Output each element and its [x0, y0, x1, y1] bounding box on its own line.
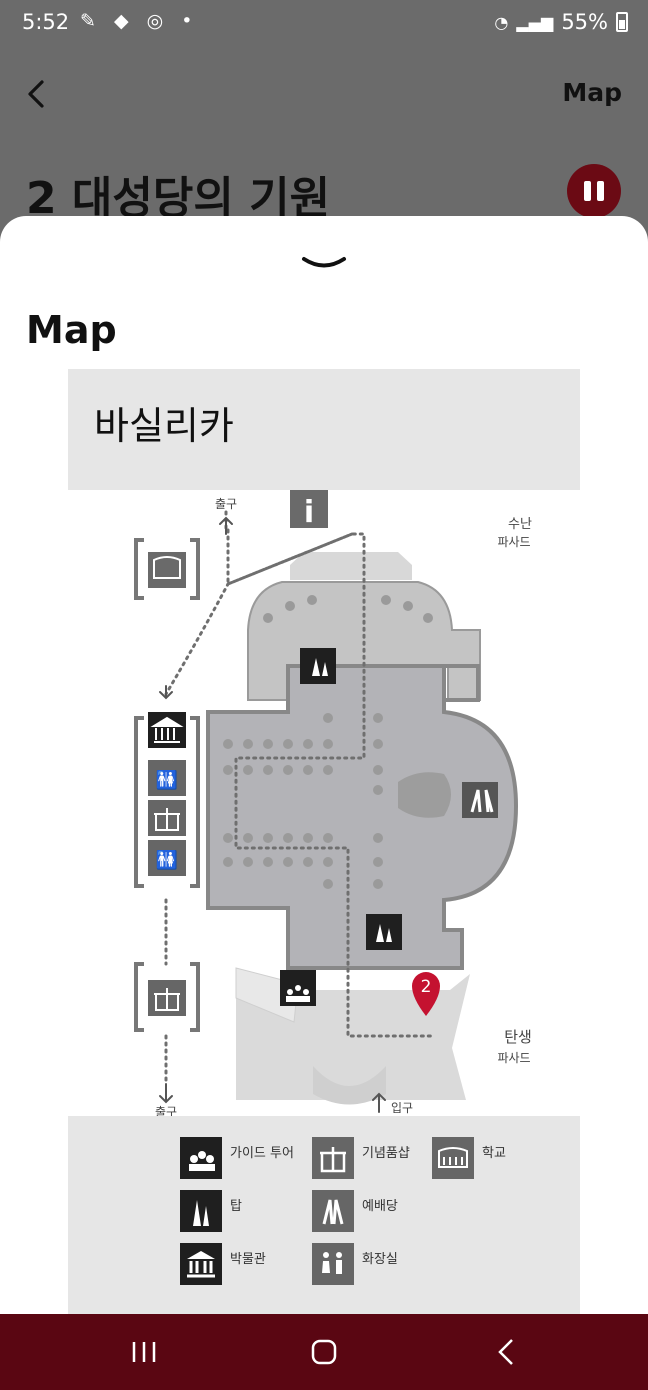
system-back-button[interactable]: [476, 1332, 536, 1372]
info-map-marker[interactable]: i: [290, 490, 328, 530]
map-card: 바실리카: [68, 369, 580, 1329]
passion-facade-label-1: 수난: [508, 517, 532, 532]
restroom-icon: [312, 1243, 354, 1285]
passion-facade-label-2: 파사드: [497, 535, 530, 549]
restroom-icon: 🚻: [156, 769, 178, 791]
legend-label: 탑: [230, 1199, 242, 1214]
tower-map-marker-2[interactable]: [366, 914, 402, 950]
collapse-handle[interactable]: [300, 254, 348, 274]
notification-icons: ✎ ◆ ◎ •: [80, 10, 199, 32]
guided-tour-map-marker[interactable]: [280, 970, 316, 1006]
museum-icon: [150, 716, 184, 743]
legend-item-gift-shop: 기념품샵: [312, 1137, 410, 1179]
pause-button[interactable]: [567, 164, 621, 218]
tower-map-marker[interactable]: [300, 648, 336, 684]
column-dots: [223, 595, 433, 889]
guided-tour-icon: [180, 1137, 222, 1179]
legend-label: 박물관: [230, 1252, 266, 1267]
map-legend: 가이드 투어 기념품샵 학교 탑: [68, 1116, 580, 1316]
map-link[interactable]: Map: [562, 78, 622, 107]
legend-item-guided-tour: 가이드 투어: [180, 1137, 294, 1179]
chapel-icon: [312, 1190, 354, 1232]
gift-shop-bottom-marker[interactable]: [134, 962, 200, 1032]
altar: [398, 772, 451, 818]
back-arrow-icon: [498, 1339, 513, 1365]
tower-icon: [376, 924, 392, 942]
restroom-icon: 🚻: [156, 849, 178, 871]
app-bar: Map: [0, 60, 648, 130]
route-arrows: [159, 516, 386, 1113]
exit-top-label: 출구: [215, 497, 237, 511]
sheet-title: Map: [26, 308, 117, 352]
restroom-map-marker[interactable]: [148, 760, 186, 796]
map-sheet: Map 바실리카: [0, 216, 648, 1329]
entrance-label: 입구: [391, 1101, 413, 1115]
chapel-map-marker[interactable]: [462, 782, 498, 818]
entrance-porch: [313, 1066, 386, 1105]
tower-icon: [312, 658, 328, 676]
school-map-marker[interactable]: [134, 538, 200, 600]
basilica-floor-plan[interactable]: 출구 수난 파사드 탄생 파사드 출구 입구 i: [68, 490, 580, 1116]
legend-label: 예배당: [362, 1199, 398, 1214]
restroom-map-marker-2[interactable]: [148, 840, 186, 876]
museum-icon: [180, 1243, 222, 1285]
arrow-down-icon: [159, 685, 173, 700]
exit-bottom-label: 출구: [155, 1105, 177, 1116]
map-name: 바실리카: [94, 404, 234, 448]
recent-apps-button[interactable]: [114, 1332, 174, 1372]
legend-item-restroom: 화장실: [312, 1243, 398, 1285]
stop-location-marker[interactable]: 2: [412, 972, 440, 1016]
north-transept-corridor: [444, 664, 480, 702]
nativity-facade-label-1: 탄생: [504, 1028, 532, 1046]
legend-label: 기념품샵: [362, 1146, 410, 1161]
school-icon: [432, 1137, 474, 1179]
arrow-down-icon: [159, 1083, 173, 1104]
status-time: 5:52: [22, 10, 70, 34]
guided-tour-icon: [286, 985, 310, 1002]
nativity-facade-label-2: 파사드: [497, 1051, 530, 1065]
legend-label: 화장실: [362, 1252, 398, 1267]
signal-icon: ▂▄▆: [516, 12, 554, 32]
legend-item-tower: 탑: [180, 1190, 242, 1232]
home-button[interactable]: [294, 1332, 354, 1372]
page-title: 2 대성당의 기원: [26, 173, 331, 224]
wifi-icon: ◔: [494, 12, 509, 32]
system-nav-bar: [0, 1314, 648, 1390]
passion-facade-area: [290, 552, 412, 580]
marker-number: 2: [421, 977, 432, 997]
battery-percent: 55%: [561, 10, 608, 34]
chevron-left-icon: [28, 80, 44, 108]
gift-icon: [312, 1137, 354, 1179]
status-bar: 5:52 ✎ ◆ ◎ • ◔ ▂▄▆ 55%: [0, 0, 648, 48]
back-button[interactable]: [18, 74, 58, 114]
gift-icon: [154, 808, 180, 831]
info-icon: i: [304, 495, 314, 530]
legend-label: 가이드 투어: [230, 1146, 294, 1161]
school-icon: [153, 556, 181, 579]
status-right: ◔ ▂▄▆ 55%: [494, 10, 628, 34]
services-column: 🚻 🚻: [134, 712, 200, 888]
chapel-icon: [470, 789, 494, 813]
legend-item-chapel: 예배당: [312, 1190, 398, 1232]
chevron-down-icon: [302, 257, 346, 268]
gift-icon: [154, 988, 180, 1011]
arrow-up-icon: [372, 1092, 386, 1113]
legend-label: 학교: [482, 1146, 506, 1161]
legend-item-museum: 박물관: [180, 1243, 266, 1285]
legend-item-school: 학교: [432, 1137, 506, 1179]
map-header: 바실리카: [68, 369, 580, 490]
recent-apps-icon: [132, 1342, 156, 1362]
tower-icon: [180, 1190, 222, 1232]
battery-icon: [616, 12, 628, 32]
arrow-up-icon: [219, 516, 233, 535]
home-icon: [311, 1339, 337, 1365]
